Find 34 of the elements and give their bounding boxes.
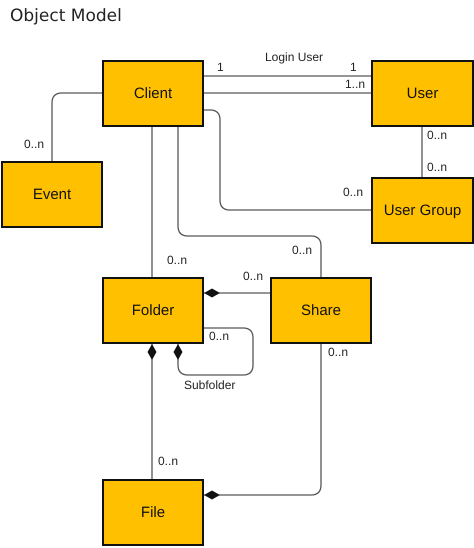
- edge-label: Subfolder: [183, 379, 236, 392]
- multiplicity-label: 0..n: [427, 129, 448, 142]
- edge-label: Login User: [264, 51, 324, 64]
- association-line: [51, 92, 102, 161]
- composition-line: [148, 344, 156, 479]
- multiplicity-label: 1: [217, 61, 224, 74]
- multiplicity-label: 0..n: [427, 161, 448, 174]
- association-line: [204, 109, 371, 211]
- class-box: Share: [270, 277, 372, 344]
- multiplicity-label: 0..n: [243, 270, 264, 283]
- association-line: [421, 127, 423, 177]
- composition-line: [204, 288, 270, 298]
- association-line: [151, 127, 153, 277]
- multiplicity-label: 0..n: [158, 455, 178, 468]
- class-box: Folder: [102, 277, 204, 344]
- class-box: File: [102, 479, 204, 546]
- diagram-title: Object Model: [10, 6, 122, 26]
- composition-line: [204, 344, 322, 500]
- association-line: [204, 75, 371, 77]
- class-box: User Group: [371, 177, 474, 244]
- multiplicity-label: 1..n: [345, 78, 366, 91]
- class-box: Event: [1, 161, 103, 228]
- association-line: [204, 92, 371, 94]
- class-box: User: [371, 60, 474, 127]
- multiplicity-label: 0..n: [292, 244, 312, 257]
- composition-line: [174, 327, 254, 376]
- multiplicity-label: 0..n: [343, 186, 364, 199]
- multiplicity-label: 0..n: [328, 346, 348, 359]
- multiplicity-label: 0..n: [167, 254, 188, 267]
- class-box: Client: [102, 60, 204, 127]
- multiplicity-label: 0..n: [24, 138, 44, 151]
- multiplicity-label: 1: [350, 61, 357, 74]
- association-line: [177, 127, 322, 277]
- multiplicity-label: 0..n: [209, 330, 230, 343]
